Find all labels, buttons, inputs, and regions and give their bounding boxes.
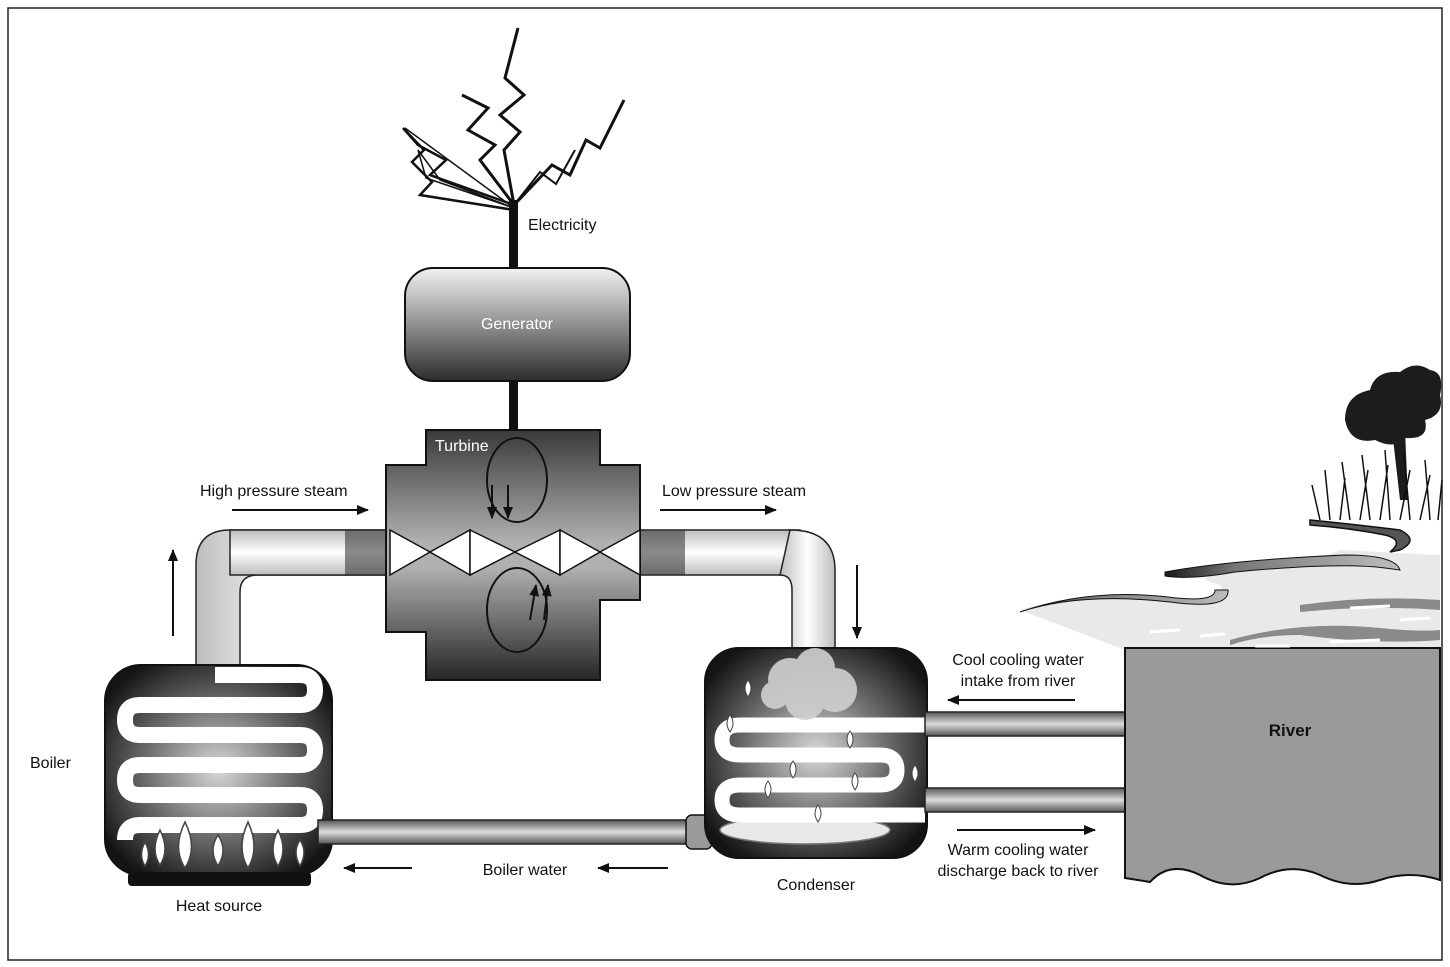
tree-icon bbox=[1345, 365, 1442, 500]
electricity-label: Electricity bbox=[528, 217, 596, 234]
boiler-water-label: Boiler water bbox=[483, 862, 568, 879]
discharge-label-line1: Warm cooling water bbox=[948, 842, 1089, 859]
water-droplet-icon bbox=[726, 679, 919, 823]
river-label: River bbox=[1269, 721, 1312, 740]
boiler-water-pipe bbox=[317, 819, 699, 845]
high-pressure-steam-label: High pressure steam bbox=[200, 483, 348, 500]
boiler-coil bbox=[117, 667, 323, 841]
grass-icon bbox=[1309, 449, 1443, 553]
discharge-label-line2: discharge back to river bbox=[938, 863, 1100, 880]
intake-pipe bbox=[924, 711, 1126, 737]
generator-label: Generator bbox=[481, 316, 554, 333]
high-pressure-steam-pipe bbox=[195, 529, 391, 681]
rotation-arrows bbox=[486, 437, 552, 653]
generator-shaft bbox=[509, 381, 518, 431]
electric-cable bbox=[509, 200, 518, 270]
river-ripples bbox=[1149, 604, 1431, 648]
boiler-label: Boiler bbox=[30, 755, 72, 772]
heat-source-label: Heat source bbox=[176, 898, 262, 915]
lightning-bolt-icon bbox=[402, 27, 626, 212]
turbine-blades bbox=[389, 528, 641, 577]
turbine bbox=[385, 429, 641, 681]
river-body bbox=[1124, 647, 1441, 886]
intake-label-line1: Cool cooling water bbox=[952, 652, 1084, 669]
river-surface bbox=[1019, 550, 1440, 650]
condenser-label: Condenser bbox=[777, 877, 856, 894]
low-pressure-steam-pipe bbox=[639, 529, 836, 661]
heat-source bbox=[128, 872, 311, 886]
intake-label-line2: intake from river bbox=[961, 673, 1076, 690]
steam-cloud-icon bbox=[761, 648, 857, 720]
low-pressure-steam-label: Low pressure steam bbox=[662, 483, 806, 500]
discharge-pipe bbox=[924, 787, 1126, 813]
turbine-label: Turbine bbox=[435, 438, 489, 455]
condenser-coil bbox=[714, 717, 925, 823]
flame-icon bbox=[140, 820, 305, 870]
